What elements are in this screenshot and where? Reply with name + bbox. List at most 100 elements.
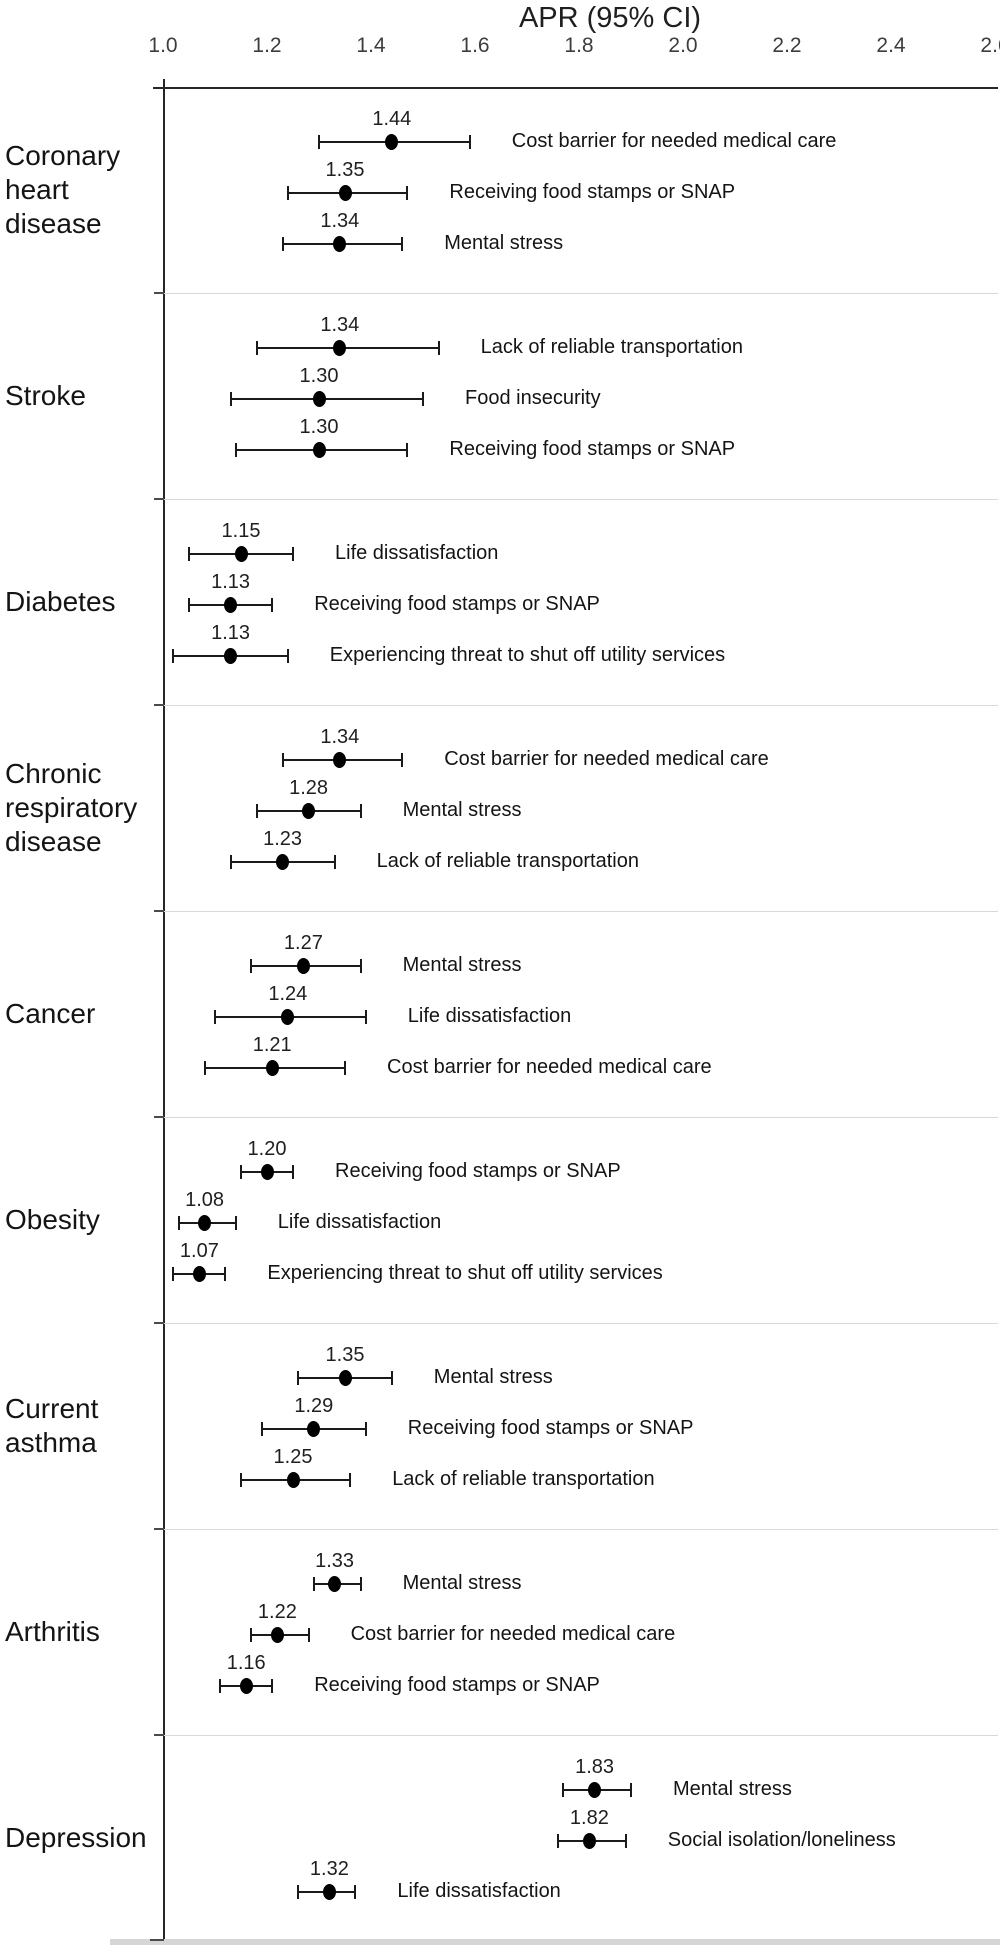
ci-cap-left	[214, 1010, 216, 1024]
apr-value-label: 1.21	[252, 1034, 292, 1056]
factor-label: Receiving food stamps or SNAP	[314, 1674, 600, 1696]
factor-label: Mental stress	[402, 954, 522, 976]
axis-tick	[154, 292, 164, 294]
apr-value-label: 1.13	[211, 571, 251, 593]
section-separator-line	[155, 293, 998, 294]
axis-tick	[154, 1322, 164, 1324]
ci-cap-left	[312, 1577, 315, 1591]
section-separator-line	[155, 911, 998, 912]
section-separator-line	[155, 705, 998, 706]
apr-value-label: 1.20	[247, 1138, 287, 1160]
ci-cap-left	[229, 855, 232, 869]
apr-value-label: 1.44	[372, 108, 412, 130]
ci-cap-left	[234, 443, 237, 457]
point-estimate-dot	[307, 1421, 321, 1437]
apr-value-label: 1.16	[226, 1652, 266, 1674]
apr-value-label: 1.25	[273, 1446, 313, 1468]
point-estimate-dot	[198, 1215, 212, 1231]
ci-cap-right	[401, 237, 404, 251]
group-label-line: Stroke	[5, 380, 86, 411]
ci-cap-left	[255, 341, 258, 355]
factor-label: Experiencing threat to shut off utility …	[267, 1262, 663, 1284]
ci-interval-line	[256, 347, 439, 349]
axis-tick	[154, 704, 164, 706]
y-axis-line	[163, 79, 165, 1945]
point-estimate-dot	[333, 752, 347, 768]
section-separator-line	[155, 1323, 998, 1324]
point-estimate-dot	[588, 1782, 602, 1798]
ci-cap-right	[624, 1834, 627, 1848]
ci-cap-right	[286, 649, 289, 663]
apr-value-label: 1.35	[325, 1344, 365, 1366]
factor-label: Life dissatisfaction	[277, 1211, 442, 1233]
point-estimate-dot	[338, 185, 352, 201]
ci-cap-right	[354, 1885, 357, 1899]
ci-cap-left	[562, 1783, 565, 1797]
factor-label: Mental stress	[444, 232, 564, 254]
group-label-line: disease	[5, 826, 102, 857]
ci-cap-right	[359, 804, 362, 818]
ci-cap-left	[297, 1371, 300, 1385]
ci-cap-right	[359, 1577, 362, 1591]
ci-cap-left	[188, 547, 190, 561]
ci-cap-right	[364, 1422, 367, 1436]
group-label-line: Chronic	[5, 758, 102, 789]
point-estimate-dot	[234, 546, 248, 562]
group-label-line: asthma	[5, 1427, 97, 1458]
ci-cap-right	[468, 135, 471, 149]
apr-value-label: 1.28	[289, 777, 329, 799]
factor-label: Receiving food stamps or SNAP	[449, 438, 736, 460]
factor-label: Lack of reliable transportation	[376, 850, 639, 872]
factor-label: Mental stress	[433, 1366, 553, 1388]
ci-cap-left	[172, 649, 175, 663]
group-label-line: heart	[5, 174, 69, 205]
factor-label: Receiving food stamps or SNAP	[407, 1417, 694, 1439]
ci-cap-right	[333, 855, 336, 869]
factor-label: Receiving food stamps or SNAP	[335, 1160, 621, 1182]
ci-cap-left	[177, 1216, 180, 1230]
point-estimate-dot	[270, 1627, 284, 1643]
axis-tick	[150, 1939, 164, 1941]
point-estimate-dot	[239, 1678, 253, 1694]
point-estimate-dot	[276, 854, 290, 870]
apr-value-label: 1.35	[325, 159, 365, 181]
point-estimate-dot	[296, 958, 310, 974]
apr-value-label: 1.30	[299, 365, 339, 387]
point-estimate-dot	[312, 442, 326, 458]
factor-label: Mental stress	[402, 799, 522, 821]
point-estimate-dot	[192, 1266, 206, 1282]
apr-value-label: 1.34	[320, 210, 360, 232]
ci-cap-left	[557, 1834, 560, 1848]
apr-value-label: 1.27	[283, 932, 323, 954]
x-tick-label: 2.2	[772, 34, 802, 57]
section-separator-line	[155, 1529, 998, 1530]
x-tick-label: 1.0	[148, 34, 178, 57]
point-estimate-dot	[333, 340, 347, 356]
factor-label: Cost barrier for needed medical care	[350, 1623, 676, 1645]
factor-label: Life dissatisfaction	[397, 1880, 561, 1902]
group-label: Cancer	[5, 997, 155, 1031]
ci-cap-left	[229, 392, 232, 406]
apr-value-label: 1.08	[185, 1189, 225, 1211]
group-label-line: Arthritis	[5, 1616, 100, 1647]
ci-cap-right	[422, 392, 424, 406]
apr-value-label: 1.32	[309, 1858, 349, 1880]
ci-cap-left	[260, 1422, 263, 1436]
factor-label: Lack of reliable transportation	[392, 1468, 655, 1490]
apr-value-label: 1.33	[315, 1550, 355, 1572]
axis-tick	[154, 1528, 164, 1530]
point-estimate-dot	[281, 1009, 295, 1025]
ci-cap-left	[203, 1061, 206, 1075]
apr-value-label: 1.83	[575, 1756, 615, 1778]
point-estimate-dot	[286, 1472, 300, 1488]
apr-value-label: 1.23	[263, 828, 303, 850]
x-tick-label: 1.8	[564, 34, 594, 57]
point-estimate-dot	[302, 803, 316, 819]
factor-label: Cost barrier for needed medical care	[387, 1056, 712, 1078]
ci-cap-left	[250, 1628, 253, 1642]
factor-label: Cost barrier for needed medical care	[444, 748, 769, 770]
section-separator-line	[155, 1735, 998, 1736]
axis-tick	[154, 1116, 164, 1118]
